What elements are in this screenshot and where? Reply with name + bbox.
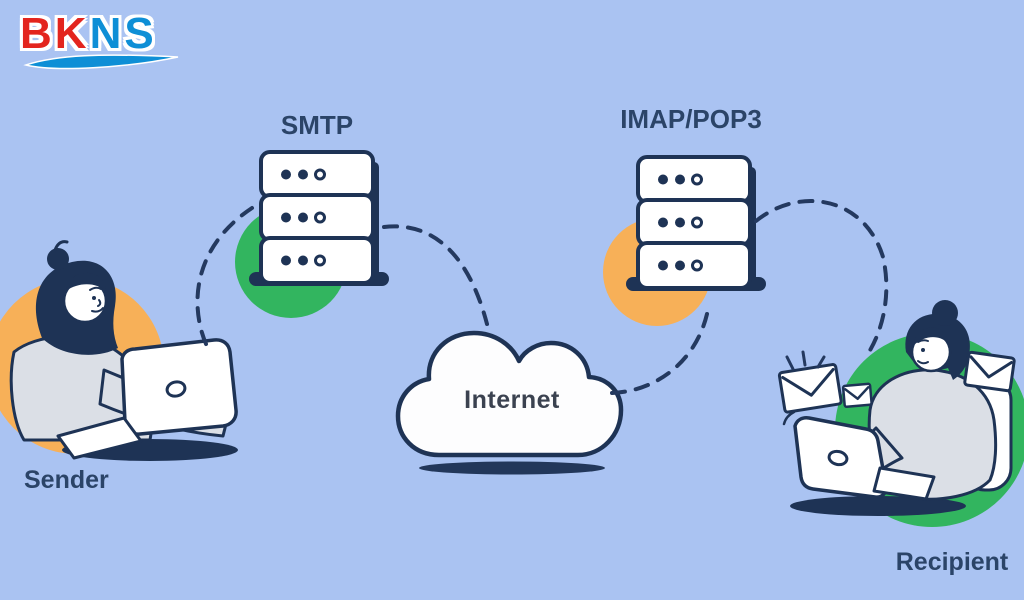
imap-pop3-label: IMAP/POP3 bbox=[620, 104, 762, 134]
recipient-laptop-shadow bbox=[790, 496, 966, 516]
envelope-icon bbox=[963, 350, 1016, 393]
bkns-logo: BKNS bbox=[20, 12, 190, 72]
internet-label: Internet bbox=[464, 386, 560, 414]
logo-text-ns: NS bbox=[89, 9, 157, 58]
envelope-icon bbox=[841, 382, 873, 409]
sender-illustration bbox=[0, 240, 238, 461]
smtp-label: SMTP bbox=[280, 110, 354, 140]
flow-sender-to-smtp bbox=[195, 206, 254, 346]
flow-imap-to-recipient bbox=[754, 199, 889, 354]
bkns-logo-text: BKNS bbox=[20, 12, 190, 56]
internet-cloud-icon bbox=[395, 330, 624, 475]
recipient-label: Recipient bbox=[895, 548, 1009, 576]
envelope-icon bbox=[777, 363, 843, 414]
logo-text-bk: BK bbox=[20, 9, 90, 58]
flow-smtp-to-internet bbox=[382, 224, 489, 326]
imap-server-icon bbox=[603, 155, 768, 326]
recipient-illustration bbox=[777, 300, 1024, 527]
sender-laptop-icon bbox=[56, 338, 238, 460]
sender-label: Sender bbox=[24, 466, 109, 494]
envelope-motion-lines bbox=[785, 350, 826, 371]
cloud-shadow bbox=[419, 461, 605, 475]
recipient-laptop-icon bbox=[782, 410, 936, 501]
logo-swoosh bbox=[23, 54, 179, 70]
smtp-server-icon bbox=[235, 150, 391, 318]
